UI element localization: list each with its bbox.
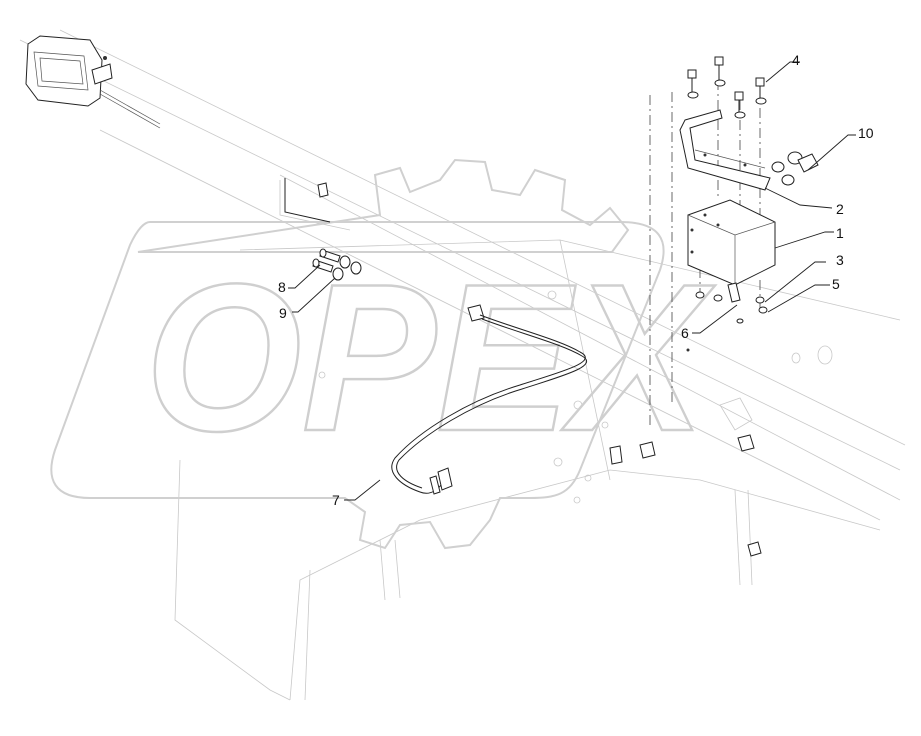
callout-5: 5 (832, 276, 840, 292)
bolt-washer-group (312, 248, 362, 281)
opex-watermark: OPEX (50, 158, 717, 550)
callout-labels: 1 2 3 4 5 6 7 8 9 10 (278, 52, 874, 508)
wiring-harness (391, 304, 588, 495)
callout-6: 6 (681, 325, 689, 341)
callout-2: 2 (836, 201, 844, 217)
callout-3: 3 (836, 252, 844, 268)
leader-lines (288, 61, 856, 501)
upper-bracket (679, 109, 771, 191)
callout-10: 10 (858, 125, 874, 141)
switch-box (687, 199, 776, 286)
watermark-gear (137, 158, 630, 253)
callout-4: 4 (792, 52, 800, 68)
callout-8: 8 (278, 279, 286, 295)
callout-9: 9 (279, 305, 287, 321)
frame-hardware (609, 434, 762, 557)
watermark-text: OPEX (145, 240, 715, 475)
bracket-assembly (649, 56, 819, 425)
work-lamp (25, 35, 331, 223)
callout-7: 7 (332, 492, 340, 508)
bolt-group-4 (687, 56, 767, 119)
callout-1: 1 (836, 225, 844, 241)
machine-frame-background (19, 29, 906, 701)
